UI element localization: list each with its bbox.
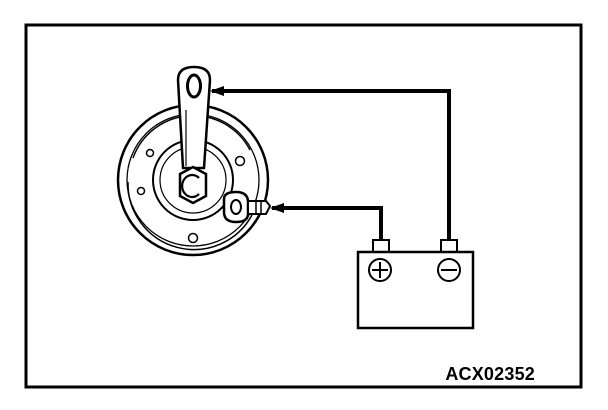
bracket-hole xyxy=(186,73,202,99)
figure-code-label: ACX02352 xyxy=(445,364,535,384)
battery-positive-symbol xyxy=(368,258,392,282)
mounting-hole-2 xyxy=(234,155,246,167)
mounting-hole-1 xyxy=(145,148,155,158)
battery-body xyxy=(356,250,475,330)
battery-icon xyxy=(356,239,475,330)
horn-icon xyxy=(116,65,272,257)
battery-negative-post xyxy=(440,239,458,253)
figure-frame xyxy=(24,23,583,389)
wire-positive xyxy=(270,203,383,243)
horn-terminal xyxy=(222,190,272,224)
battery-positive-post xyxy=(372,239,390,253)
wire-negative xyxy=(210,86,451,243)
mounting-hole-3 xyxy=(136,186,146,196)
mounting-hole-4 xyxy=(187,232,199,244)
battery-negative-symbol xyxy=(437,258,461,282)
